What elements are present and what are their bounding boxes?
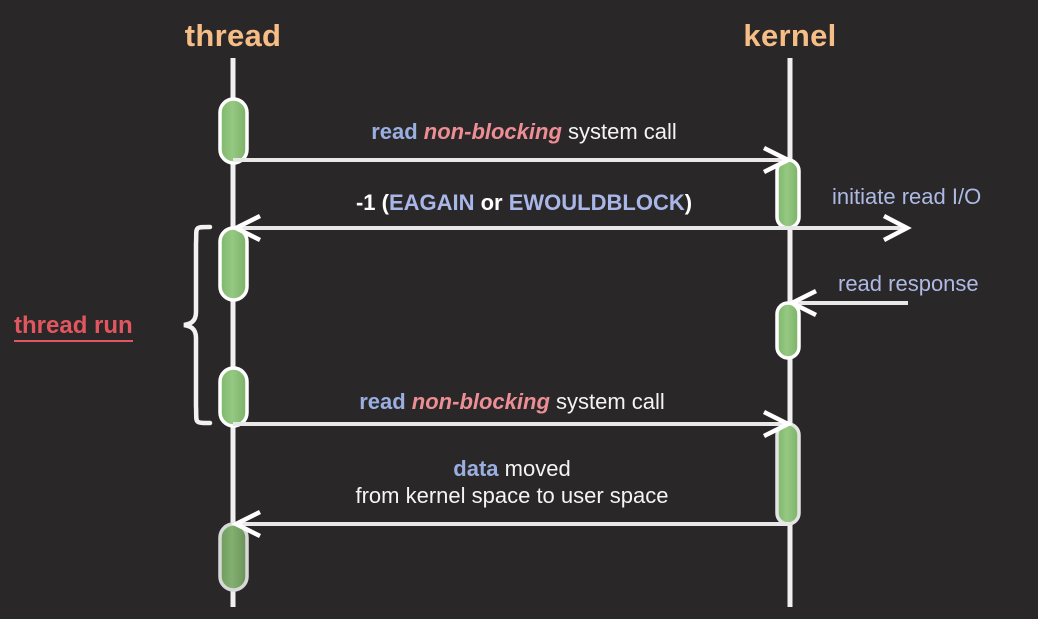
- keyword-data: data: [453, 456, 499, 481]
- message-text-or: or: [474, 190, 509, 215]
- message-label-read-syscall-2: read non-blocking system call: [359, 389, 665, 416]
- keyword-nonblocking-2: non-blocking: [411, 389, 550, 414]
- note-read-response: read response: [838, 271, 979, 296]
- arrow-read-response-head: [786, 288, 818, 318]
- thread-activation-bar-2: [218, 226, 249, 302]
- thread-run-brace: [183, 224, 213, 426]
- message-text-close-paren: ): [684, 190, 693, 215]
- message-label-eagain-return: -1 (EAGAIN or EWOULDBLOCK): [356, 190, 692, 217]
- thread-activation-bar-1: [218, 97, 249, 165]
- message-text-system-call-2: system call: [556, 389, 665, 414]
- message-text-moved: moved: [504, 456, 571, 481]
- actor-title-thread: thread: [184, 18, 282, 53]
- thread-activation-bar-3: [218, 366, 249, 428]
- keyword-nonblocking-1: non-blocking: [423, 119, 562, 144]
- actor-title-kernel: kernel: [743, 18, 837, 53]
- kernel-activation-bar-3: [775, 422, 801, 526]
- message-label-read-syscall-1: read non-blocking system call: [371, 119, 677, 146]
- message-text-minus-one: -1 (: [355, 190, 389, 215]
- error-code-ewouldblock: EWOULDBLOCK: [508, 190, 685, 215]
- message-label-data-moved: data moved from kernel space to user spa…: [355, 456, 668, 510]
- keyword-read-2: read: [359, 389, 406, 414]
- kernel-activation-bar-1: [775, 158, 801, 230]
- arrow-data-moved-head: [230, 509, 262, 539]
- kernel-activation-bar-2: [775, 301, 801, 360]
- message-data-moved-line2: from kernel space to user space: [355, 482, 669, 508]
- arrow-eagain-return-head: [230, 213, 262, 243]
- arrow-read-syscall-2-head: [762, 409, 794, 439]
- message-data-moved-line1: data moved: [355, 456, 668, 483]
- thread-activation-bar-4: [218, 522, 249, 592]
- arrow-read-syscall-1-head: [762, 145, 794, 175]
- error-code-eagain: EAGAIN: [388, 190, 475, 215]
- keyword-read-1: read: [371, 119, 418, 144]
- brace-label-thread-run: thread run: [14, 312, 133, 343]
- note-initiate-read-io: initiate read I/O: [832, 184, 982, 209]
- message-text-system-call-1: system call: [568, 119, 677, 144]
- arrow-initiate-read-io-head: [882, 214, 912, 242]
